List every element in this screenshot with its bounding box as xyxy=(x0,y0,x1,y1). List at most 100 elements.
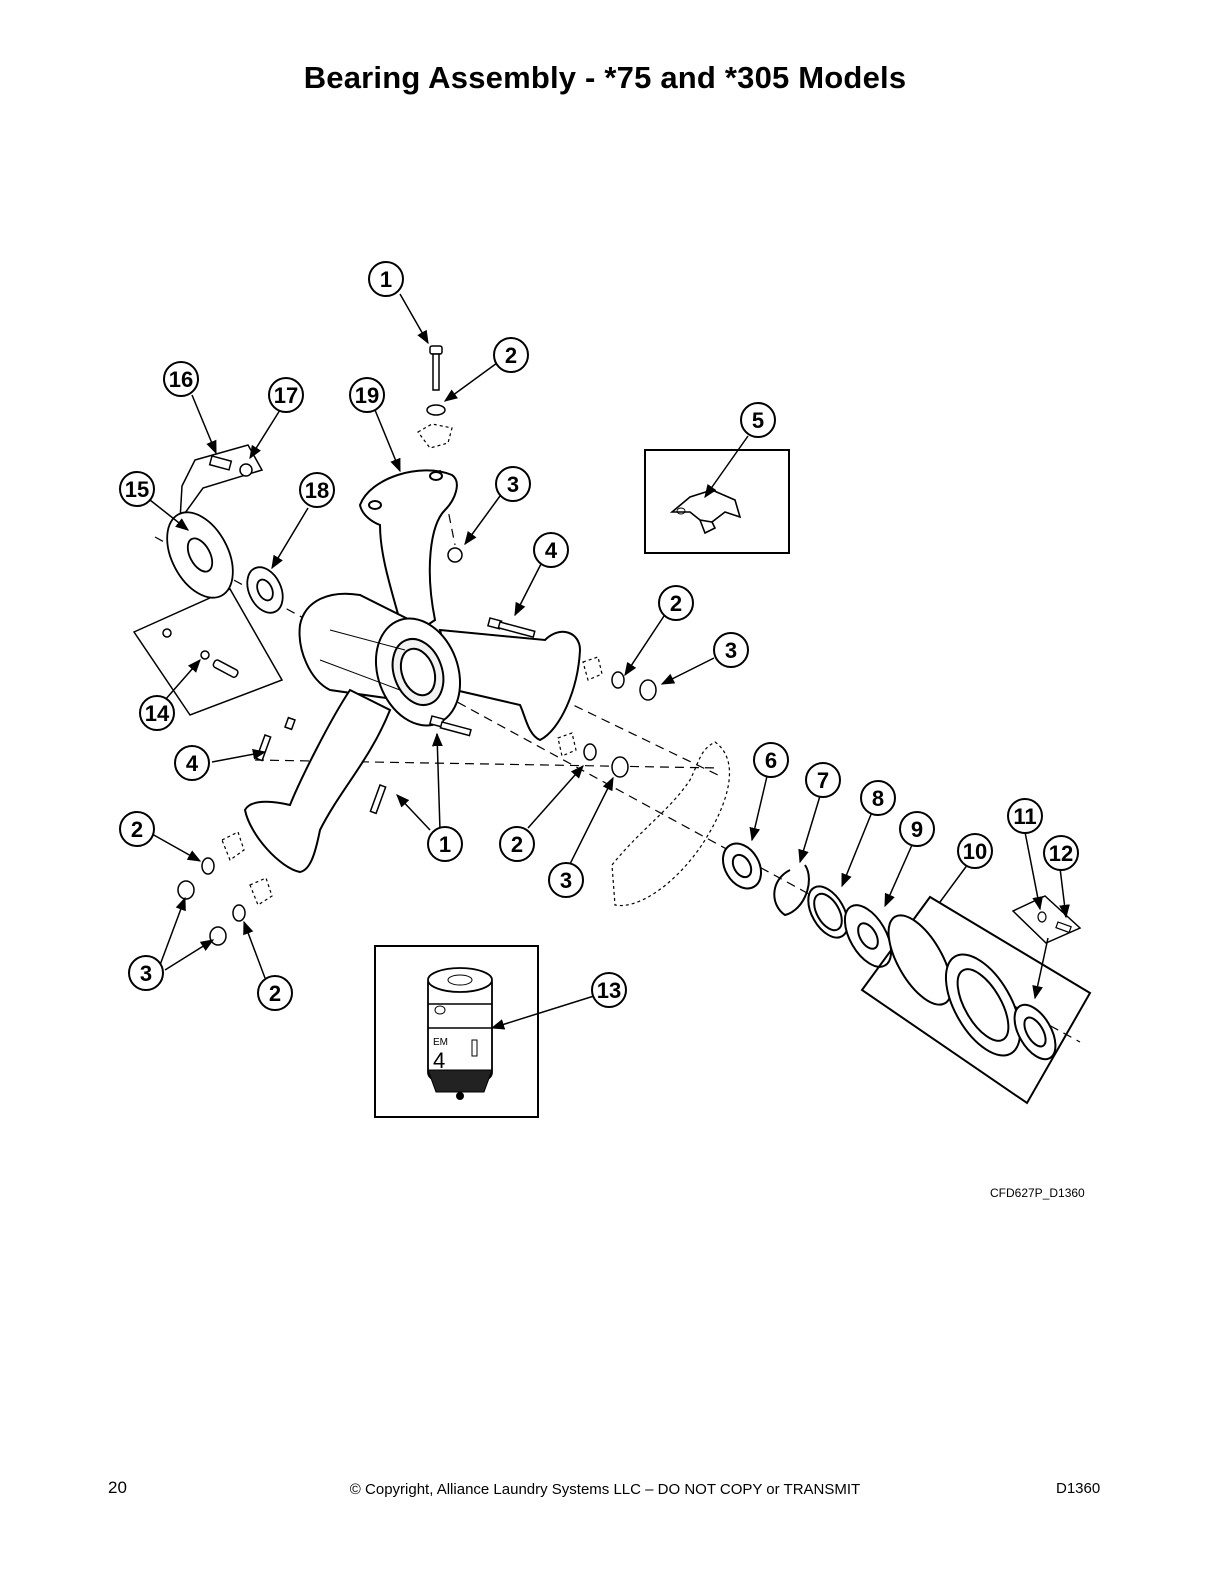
callout-circle xyxy=(957,833,993,869)
callout-label: 19 xyxy=(355,383,379,408)
callout-label: 1 xyxy=(380,267,392,292)
callout-circle xyxy=(427,826,463,862)
callout-label: 5 xyxy=(752,408,764,433)
shaft-disk-part-15 xyxy=(166,511,234,599)
callout-label: 3 xyxy=(507,472,519,497)
callout-label: 12 xyxy=(1049,841,1073,866)
callout-18: 18 xyxy=(299,472,335,508)
hardware-parts xyxy=(177,345,657,946)
callout-circle xyxy=(899,811,935,847)
callout-16: 16 xyxy=(163,361,199,397)
callout-label: 2 xyxy=(670,591,682,616)
callout-label: 7 xyxy=(817,768,829,793)
inset-label-4: 4 xyxy=(433,1048,445,1073)
callout-label: 1 xyxy=(439,832,451,857)
callout-circle xyxy=(548,862,584,898)
callout-label: 14 xyxy=(145,701,170,726)
callout-circle xyxy=(805,762,841,798)
callout-circle xyxy=(495,466,531,502)
callout-circle xyxy=(368,261,404,297)
callout-circle xyxy=(174,745,210,781)
callout-3: 3 xyxy=(548,862,584,898)
callout-label: 18 xyxy=(305,478,329,503)
inset-box-part-13: EM 4 xyxy=(374,945,539,1118)
callout-2: 2 xyxy=(119,811,155,847)
callout-label: 11 xyxy=(1013,804,1036,829)
callout-circle xyxy=(753,742,789,778)
callout-19: 19 xyxy=(349,377,385,413)
callout-1: 1 xyxy=(368,261,404,297)
callout-6: 6 xyxy=(753,742,789,778)
callout-label: 9 xyxy=(911,817,923,842)
callout-circle xyxy=(713,632,749,668)
phantom-parts xyxy=(221,423,730,907)
callout-circle xyxy=(658,585,694,621)
callout-circle xyxy=(493,337,529,373)
copyright-notice: © Copyright, Alliance Laundry Systems LL… xyxy=(349,1481,861,1498)
callout-7: 7 xyxy=(805,762,841,798)
callout-12: 12 xyxy=(1043,835,1079,871)
callout-circle xyxy=(163,361,199,397)
sensor-inset-part-14 xyxy=(132,588,284,716)
callout-label: 15 xyxy=(125,477,149,502)
callout-circle xyxy=(268,377,304,413)
callout-circle xyxy=(257,975,293,1011)
figure-reference: CFD627P_D1360 xyxy=(990,1186,1085,1200)
callout-circle xyxy=(128,955,164,991)
callout-11: 11 xyxy=(1007,798,1043,834)
callout-circle xyxy=(499,826,535,862)
callout-8: 8 xyxy=(860,780,896,816)
callout-label: 10 xyxy=(963,839,987,864)
callout-label: 3 xyxy=(140,961,152,986)
bearing-part-18 xyxy=(246,566,284,614)
callout-4: 4 xyxy=(174,745,210,781)
callout-5: 5 xyxy=(740,402,776,438)
callout-4: 4 xyxy=(533,532,569,568)
callout-circle xyxy=(119,471,155,507)
callout-circle xyxy=(139,695,175,731)
bearing-stack xyxy=(722,842,1092,1105)
callout-label: 8 xyxy=(872,786,884,811)
callout-circle xyxy=(349,377,385,413)
callout-label: 2 xyxy=(505,343,517,368)
callout-label: 3 xyxy=(725,638,737,663)
callout-2: 2 xyxy=(658,585,694,621)
callout-2: 2 xyxy=(257,975,293,1011)
callout-label: 2 xyxy=(511,832,523,857)
callout-circle xyxy=(299,472,335,508)
callout-circle xyxy=(1043,835,1079,871)
callout-label: 17 xyxy=(274,383,298,408)
callout-circle xyxy=(591,972,627,1008)
page-title: Bearing Assembly - *75 and *305 Models xyxy=(303,60,907,95)
callout-circle xyxy=(740,402,776,438)
bearing-housing xyxy=(243,469,582,874)
callout-circle xyxy=(533,532,569,568)
callout-10: 10 xyxy=(957,833,993,869)
callout-2: 2 xyxy=(493,337,529,373)
callout-17: 17 xyxy=(268,377,304,413)
callout-3: 3 xyxy=(128,955,164,991)
inset-box-part-5 xyxy=(644,449,790,554)
page-number: 20 xyxy=(108,1478,127,1497)
callout-9: 9 xyxy=(899,811,935,847)
callout-circle xyxy=(1007,798,1043,834)
bolt-inset-part-16-17 xyxy=(179,444,264,523)
callout-label: 16 xyxy=(169,367,193,392)
callout-13: 13 xyxy=(591,972,627,1008)
callout-3: 3 xyxy=(495,466,531,502)
callout-1: 1 xyxy=(427,826,463,862)
callout-label: 4 xyxy=(545,538,558,563)
callout-circle xyxy=(119,811,155,847)
callout-label: 13 xyxy=(597,978,621,1003)
callout-circle xyxy=(860,780,896,816)
document-id: D1360 xyxy=(1056,1480,1101,1497)
callout-label: 4 xyxy=(186,751,199,776)
callout-3: 3 xyxy=(713,632,749,668)
callout-label: 2 xyxy=(269,981,281,1006)
callout-label: 2 xyxy=(131,817,143,842)
leader-lines xyxy=(149,293,1070,1030)
inset-label-em: EM xyxy=(433,1037,448,1048)
callout-label: 3 xyxy=(560,868,572,893)
